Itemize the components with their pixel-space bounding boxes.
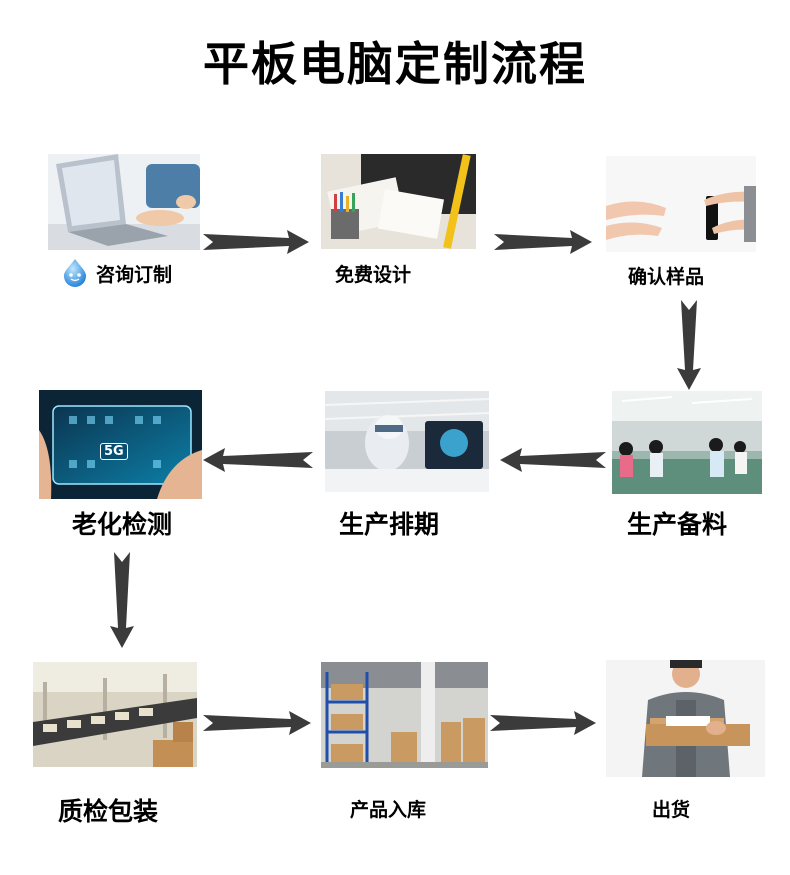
arrow-down-2: [108, 552, 136, 648]
photo-warehouse: [321, 662, 488, 768]
photo-aging-test: [39, 390, 202, 499]
photo-free-design: [321, 154, 476, 249]
arrow-down-1: [675, 300, 703, 390]
photo-shipping: [606, 660, 765, 777]
arrow-right-1: [203, 228, 309, 256]
step-label-materials: 生产备料: [627, 510, 728, 539]
photo-production-materials: [612, 391, 762, 494]
photo-production-scheduling: [325, 391, 489, 492]
arrow-right-4: [490, 709, 596, 737]
step-label-consult: 咨询订制: [96, 264, 173, 286]
step-label-shipping: 出货: [652, 799, 691, 821]
step-label-warehouse: 产品入库: [350, 799, 427, 821]
step-label-design: 免费设计: [335, 264, 412, 286]
step-label-sample: 确认样品: [628, 266, 705, 288]
photo-qc-packaging: [33, 662, 197, 767]
badge-5g: 5G: [100, 443, 128, 460]
step-label-qc: 质检包装: [58, 797, 159, 826]
step-label-scheduling: 生产排期: [339, 510, 440, 539]
page-title: 平板电脑定制流程: [203, 37, 587, 91]
photo-consult-laptop: [48, 154, 200, 250]
photo-confirm-sample: [606, 156, 756, 252]
arrow-left-1: [500, 446, 606, 474]
step-label-aging: 老化检测: [72, 510, 173, 539]
chat-drop-icon: [60, 257, 90, 287]
arrow-left-2: [203, 446, 313, 474]
arrow-right-2: [494, 228, 592, 256]
arrow-right-3: [203, 709, 311, 737]
